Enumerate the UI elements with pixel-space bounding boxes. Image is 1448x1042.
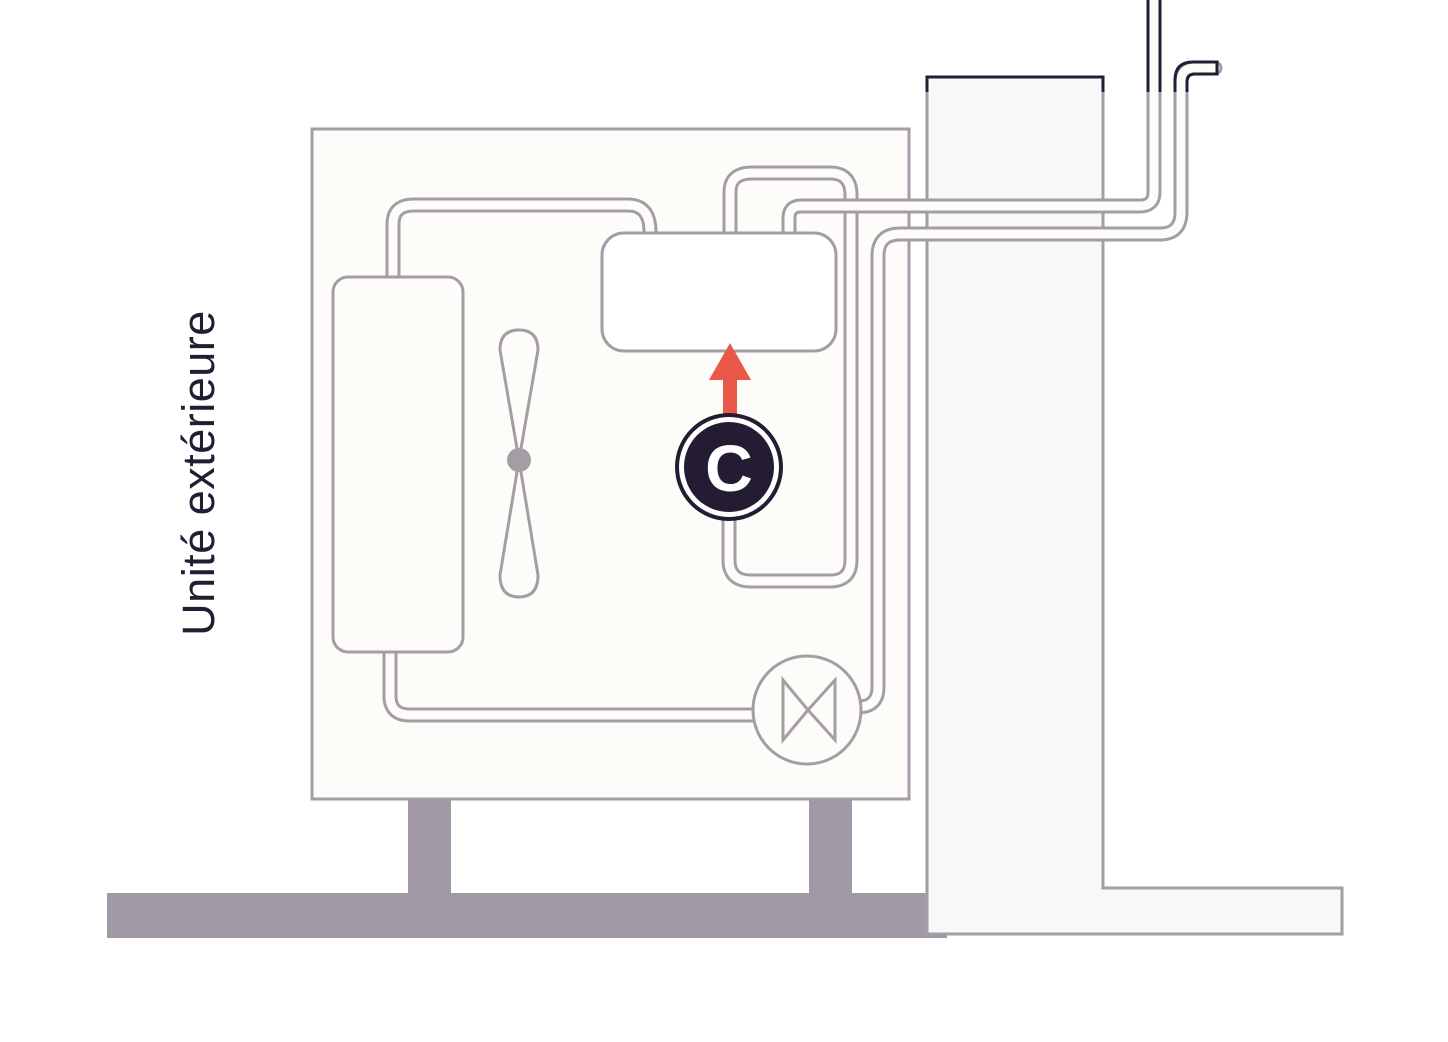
ground-slab [107, 893, 947, 938]
liquid-line-exit [1173, 60, 1219, 92]
unit-leg-right [809, 800, 852, 893]
compressor-letter: C [705, 431, 753, 505]
condenser-coil [331, 275, 465, 654]
unit-leg-left [408, 800, 451, 893]
gas-line-exit [1146, 0, 1162, 92]
refrigerant-pipes [382, 0, 1223, 723]
fan-icon [498, 328, 540, 599]
wall-top-edge [925, 75, 1105, 92]
unit-label: Unité extérieure [173, 310, 224, 636]
compressor-body [600, 231, 838, 353]
compressor-icon: C [675, 413, 783, 521]
expansion-valve-icon [751, 654, 863, 766]
arrow-up-icon [709, 343, 751, 423]
